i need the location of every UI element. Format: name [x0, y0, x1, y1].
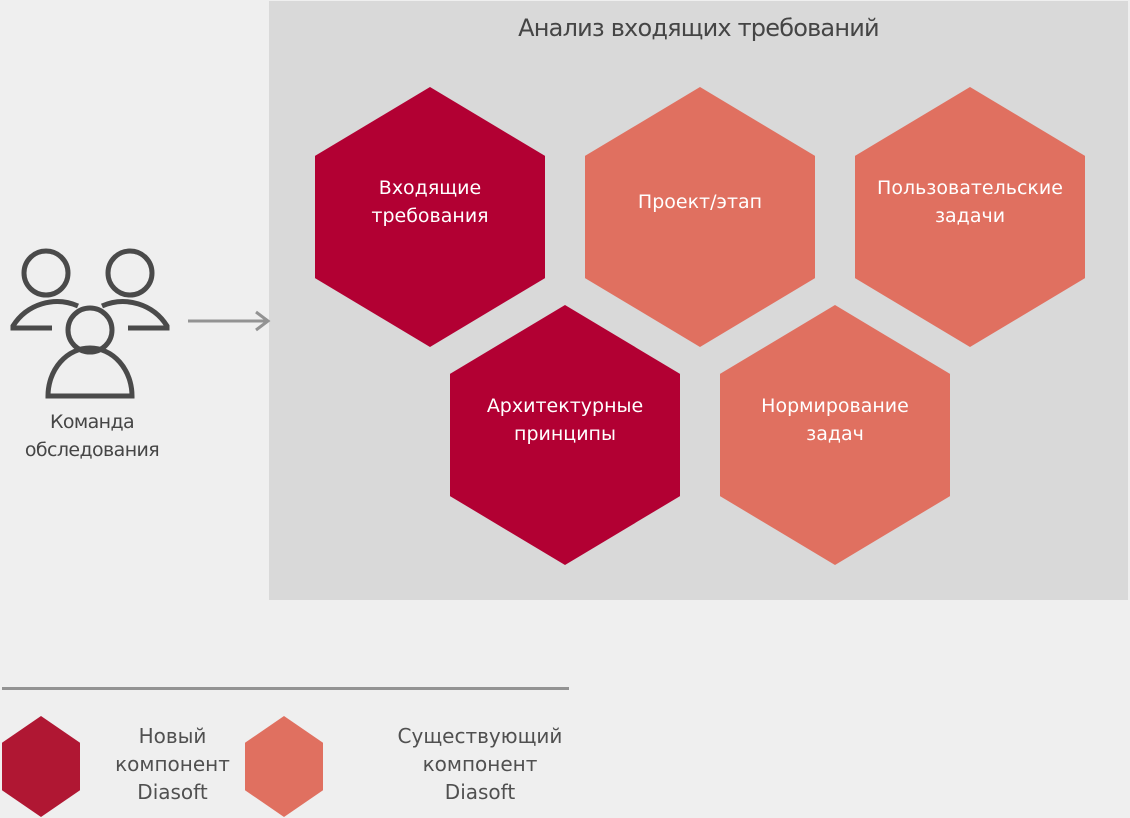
- hex-label: задачи: [934, 205, 1006, 227]
- hex-label: Входящие: [378, 177, 482, 199]
- legend-new-label: Новый компонент Diasoft: [100, 722, 245, 806]
- legend-existing-hex-icon: [245, 716, 323, 817]
- hex-label: задач: [806, 423, 864, 445]
- hex-label: принципы: [514, 423, 616, 445]
- hex-label: Пользовательские: [877, 177, 1063, 199]
- hex-label: Нормирование: [761, 395, 909, 417]
- hex-label: Архитектурные: [486, 395, 644, 417]
- legend-text-line: компонент: [115, 752, 230, 776]
- team-label-line1: Команда: [49, 411, 135, 433]
- arrow-right-icon: [188, 310, 271, 332]
- legend-text-line: Diasoft: [137, 780, 208, 804]
- legend-text-line: Diasoft: [444, 780, 516, 804]
- panel-title: Анализ входящих требований: [518, 14, 879, 42]
- hex-label: Проект/этап: [637, 191, 763, 213]
- team-users-icon: [10, 248, 170, 399]
- legend-text-line: Новый: [138, 724, 207, 748]
- legend-existing-label: Существующий компонент Diasoft: [380, 722, 580, 806]
- legend-divider: [2, 687, 569, 690]
- legend-text-line: компонент: [422, 752, 538, 776]
- legend-text-line: Существующий: [397, 724, 563, 748]
- team-label-line2: обследования: [24, 439, 160, 461]
- hex-label: требования: [371, 205, 489, 227]
- legend-new-hex-icon: [2, 716, 80, 817]
- team-label: Команда обследования: [0, 408, 184, 464]
